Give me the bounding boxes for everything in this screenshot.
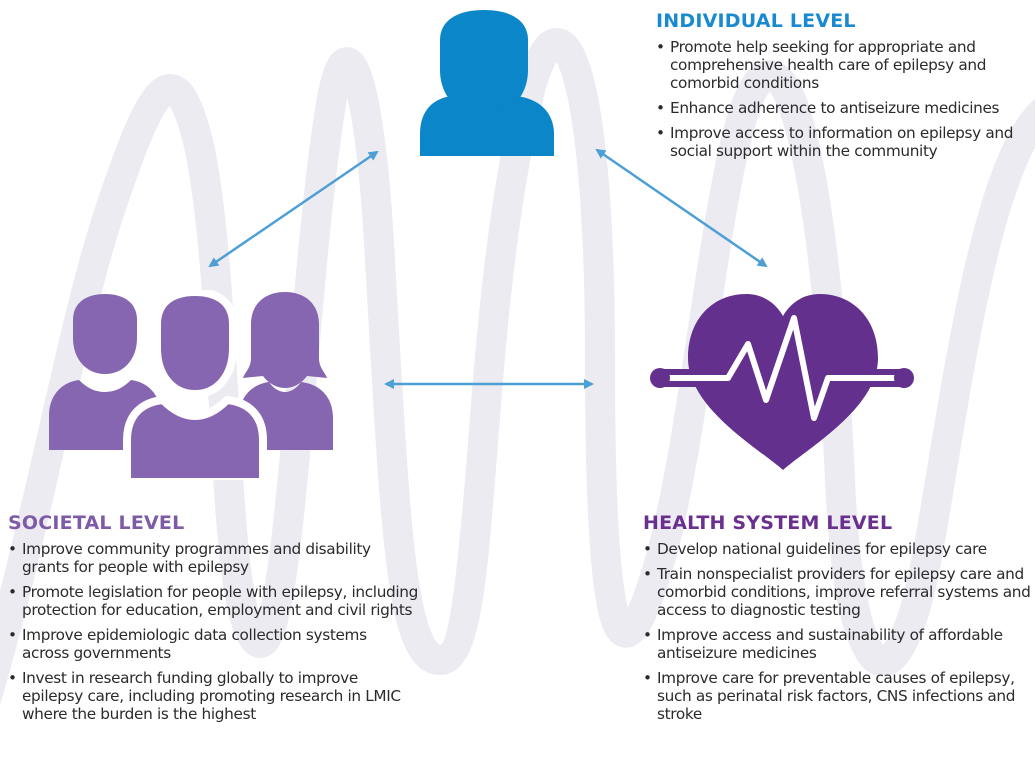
societal-level-list: Improve community programmes and disabil… [8,540,418,723]
list-item: Develop national guidelines for epilepsy… [643,540,1035,558]
person-icon [420,10,554,156]
list-item: Improve access and sustainability of aff… [643,626,1035,662]
health-system-level-section: HEALTH SYSTEM LEVEL Develop national gui… [643,512,1035,730]
health-system-level-list: Develop national guidelines for epilepsy… [643,540,1035,723]
list-item: Improve community programmes and disabil… [8,540,418,576]
list-item: Promote legislation for people with epil… [8,583,418,619]
arrow-individual-societal [208,150,379,268]
list-item: Invest in research funding globally to i… [8,669,418,723]
individual-level-list: Promote help seeking for appropriate and… [656,38,1034,160]
heart-with-heartbeat-icon [650,294,914,470]
group-of-people-icon [49,290,333,480]
list-item: Improve epidemiologic data collection sy… [8,626,418,662]
health-system-level-heading: HEALTH SYSTEM LEVEL [643,512,893,534]
individual-level-heading: INDIVIDUAL LEVEL [656,10,856,32]
list-item: Train nonspecialist providers for epilep… [643,565,1035,619]
list-item: Promote help seeking for appropriate and… [656,38,1034,92]
societal-level-heading: SOCIETAL LEVEL [8,512,185,534]
societal-level-section: SOCIETAL LEVEL Improve community program… [8,512,418,730]
individual-level-section: INDIVIDUAL LEVEL Promote help seeking fo… [656,10,1034,167]
list-item: Improve access to information on epileps… [656,124,1034,160]
list-item: Enhance adherence to antiseizure medicin… [656,99,1034,117]
arrow-individual-health [595,148,768,268]
list-item: Improve care for preventable causes of e… [643,669,1035,723]
